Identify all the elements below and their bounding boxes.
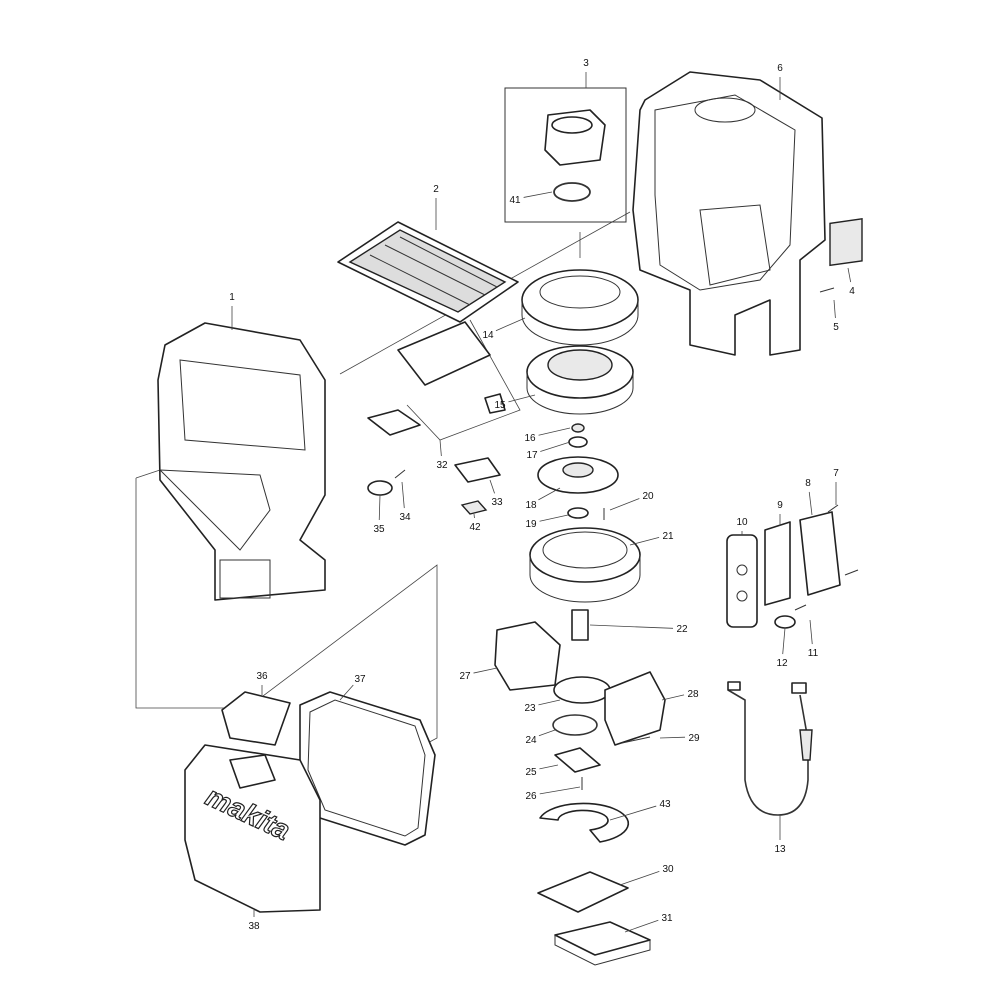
- part-label-14: 14: [482, 330, 494, 341]
- part-label-34: 34: [399, 512, 411, 523]
- part-label-7: 7: [833, 468, 839, 479]
- leader-line-17: [540, 441, 571, 452]
- leader-line-23: [538, 699, 561, 706]
- part-label-26: 26: [525, 791, 537, 802]
- leader-line-43: [609, 805, 657, 821]
- leader-line-16: [538, 427, 571, 436]
- leader-line-22: [589, 624, 674, 629]
- part-label-25: 25: [525, 767, 537, 778]
- leader-line-4: [847, 267, 852, 283]
- center-stack-16-21: [529, 423, 641, 603]
- leader-line-19: [539, 514, 569, 522]
- part-3-inset: [504, 87, 627, 223]
- leader-line-8: [808, 491, 813, 516]
- cover-parts: makita: [184, 691, 436, 913]
- leader-line-12: [782, 627, 786, 655]
- leader-line-11: [809, 619, 813, 645]
- part-label-22: 22: [676, 624, 688, 635]
- leader-line-34: [401, 481, 405, 509]
- part-label-41: 41: [509, 195, 521, 206]
- part-label-29: 29: [688, 733, 700, 744]
- part-label-3: 3: [583, 58, 589, 69]
- part-label-38: 38: [248, 921, 260, 932]
- part-label-36: 36: [256, 671, 268, 682]
- leader-line-24: [538, 729, 556, 737]
- leader-line-14: [495, 317, 526, 332]
- part-label-28: 28: [687, 689, 699, 700]
- part-label-1: 1: [229, 292, 235, 303]
- part-label-2: 2: [433, 184, 439, 195]
- part-label-35: 35: [373, 524, 385, 535]
- leader-line-20: [609, 498, 640, 511]
- leader-line-28: [661, 694, 685, 701]
- leader-line-21: [629, 537, 660, 546]
- leader-lines: [231, 72, 852, 933]
- part-label-8: 8: [805, 478, 811, 489]
- part-label-33: 33: [491, 497, 503, 508]
- leader-line-33: [489, 479, 495, 494]
- part-1-frame: [157, 322, 326, 601]
- part-label-17: 17: [526, 450, 538, 461]
- part-14-15-rings: [521, 269, 639, 415]
- part-label-23: 23: [524, 703, 536, 714]
- part-label-37: 37: [354, 674, 366, 685]
- part-label-18: 18: [525, 500, 537, 511]
- leader-line-35: [378, 494, 381, 521]
- part-label-27: 27: [459, 671, 471, 682]
- leader-line-5: [833, 299, 836, 319]
- leader-line-29: [659, 736, 686, 739]
- part-label-13: 13: [774, 844, 786, 855]
- part-label-20: 20: [642, 491, 654, 502]
- part-label-21: 21: [662, 531, 674, 542]
- leader-line-41: [523, 191, 553, 198]
- leader-line-18: [538, 487, 561, 501]
- leader-line-31: [624, 919, 659, 933]
- bottom-parts: [537, 802, 651, 966]
- part-label-31: 31: [661, 913, 673, 924]
- motor-assembly: [494, 609, 666, 790]
- part-label-15: 15: [494, 400, 506, 411]
- leader-line-32: [439, 439, 442, 457]
- part-label-42: 42: [469, 522, 481, 533]
- part-label-24: 24: [525, 735, 537, 746]
- leader-line-37: [339, 684, 354, 701]
- part-label-5: 5: [833, 322, 839, 333]
- part-2-filter: [337, 221, 519, 323]
- leader-line-25: [539, 764, 559, 770]
- part-label-9: 9: [777, 500, 783, 511]
- part-label-32: 32: [436, 460, 448, 471]
- leader-line-30: [619, 870, 660, 886]
- part-label-4: 4: [849, 286, 855, 297]
- part-label-10: 10: [736, 517, 748, 528]
- leader-line-27: [473, 667, 498, 674]
- leader-line-26: [539, 786, 581, 795]
- small-parts-left: [367, 321, 506, 515]
- part-label-11: 11: [808, 648, 819, 659]
- remote-assembly: [726, 504, 859, 816]
- part-label-30: 30: [662, 864, 674, 875]
- part-label-16: 16: [524, 433, 536, 444]
- leader-line-15: [508, 394, 536, 403]
- part-6-housing: [632, 71, 863, 356]
- part-label-12: 12: [776, 658, 788, 669]
- part-label-19: 19: [525, 519, 537, 530]
- part-label-6: 6: [777, 63, 783, 74]
- part-label-43: 43: [659, 799, 671, 810]
